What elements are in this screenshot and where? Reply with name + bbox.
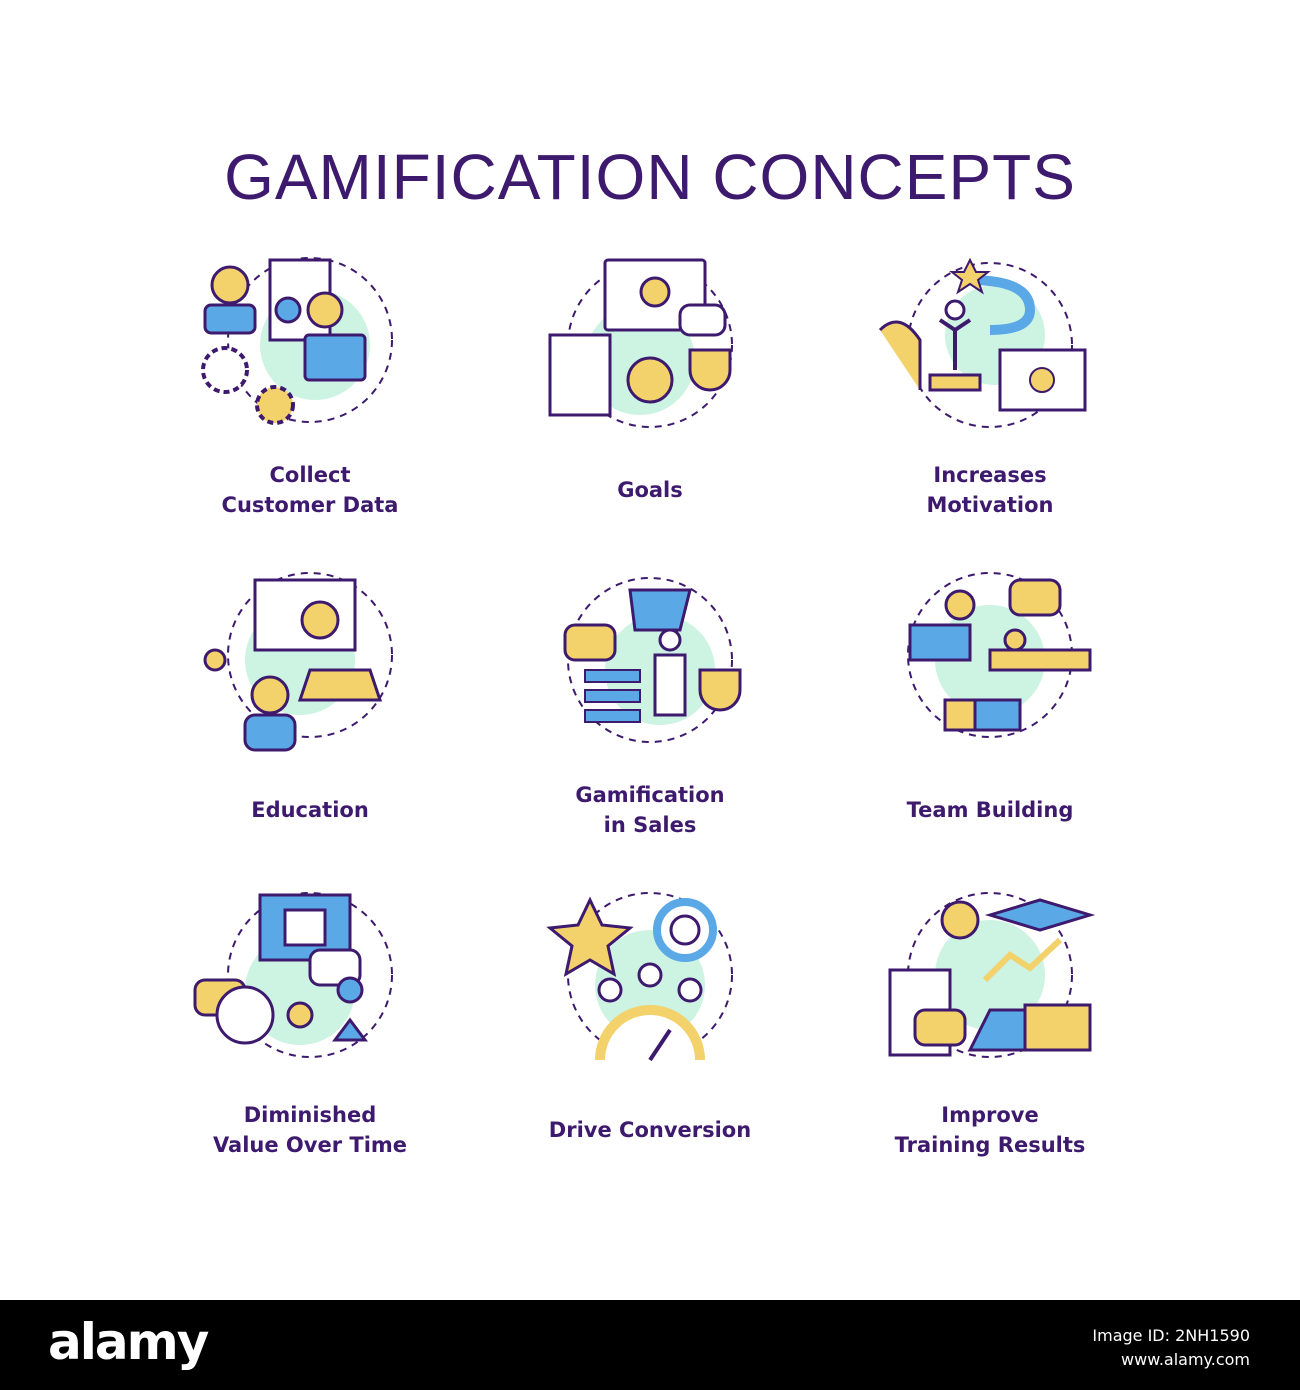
concept-label: Goals bbox=[617, 478, 683, 502]
sales-icon bbox=[530, 570, 770, 770]
motivation-icon bbox=[870, 250, 1110, 450]
goals-icon bbox=[530, 250, 770, 450]
drive-conversion-icon bbox=[530, 890, 770, 1090]
footer-bar: alamy Image ID: 2NH1590 www.alamy.com bbox=[0, 1300, 1300, 1390]
image-id: Image ID: 2NH1590 www.alamy.com bbox=[1092, 1326, 1250, 1369]
customer-data-icon bbox=[190, 250, 430, 450]
education-icon bbox=[190, 570, 430, 770]
training-results-icon bbox=[870, 890, 1110, 1090]
page-title: GAMIFICATION CONCEPTS bbox=[224, 141, 1076, 213]
concept-label: Team Building bbox=[906, 798, 1074, 822]
team-building-icon bbox=[870, 570, 1110, 770]
brand-logo: alamy bbox=[48, 1313, 209, 1371]
diminished-value-icon bbox=[190, 890, 430, 1090]
concept-label: Drive Conversion bbox=[548, 1118, 752, 1142]
concept-label: Education bbox=[251, 798, 369, 822]
